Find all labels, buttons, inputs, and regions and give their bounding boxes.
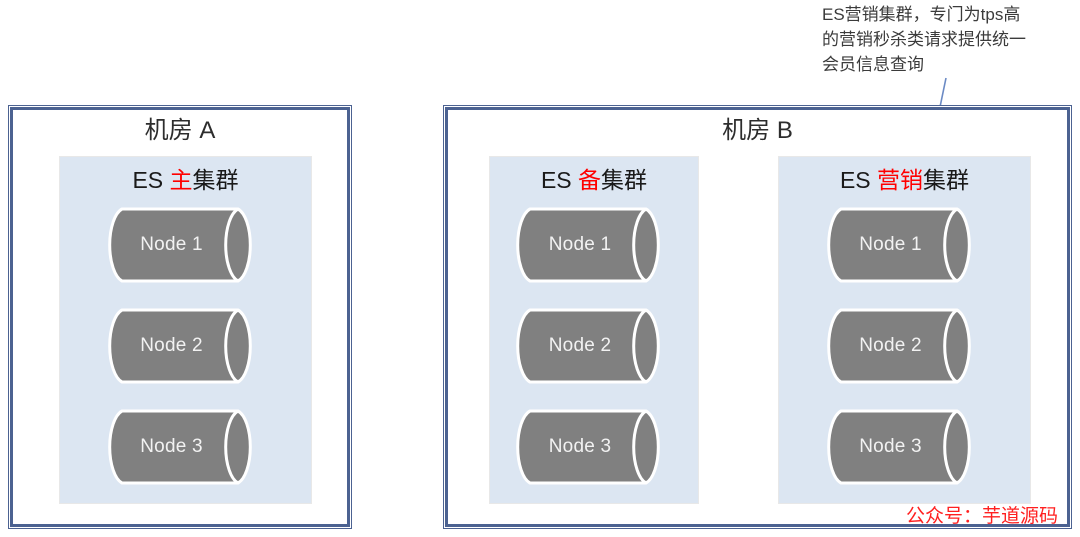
room-title-b: 机房 B xyxy=(722,117,793,144)
cluster-title-suffix: 集群 xyxy=(923,167,970,193)
room-title-a: 机房 A xyxy=(144,117,216,144)
node-cylinder[interactable]: Node 2 xyxy=(106,308,266,384)
cluster-panel-backup[interactable]: ES 备集群 Node 1 Node 2 xyxy=(489,156,699,504)
cluster-title-highlight: 备 xyxy=(578,167,602,193)
node-cylinder[interactable]: Node 3 xyxy=(514,409,674,485)
cluster-title-backup: ES 备集群 xyxy=(490,164,698,196)
callout-annotation: ES营销集群，专门为tps高的营销秒杀类请求提供统一会员信息查询 xyxy=(822,5,1026,74)
cluster-title-marketing: ES 营销集群 xyxy=(779,164,1030,196)
node-list: Node 1 Node 2 Node 3 xyxy=(779,205,1030,503)
cluster-title-suffix: 集群 xyxy=(192,167,239,193)
node-cylinder[interactable]: Node 3 xyxy=(106,409,266,485)
node-cylinder[interactable]: Node 1 xyxy=(106,207,266,283)
node-cylinder[interactable]: Node 3 xyxy=(825,409,985,485)
cluster-title-prefix: ES xyxy=(540,167,579,193)
cluster-title-highlight: 主 xyxy=(169,167,193,193)
node-cylinder[interactable]: Node 2 xyxy=(825,308,985,384)
node-list: Node 1 Node 2 Node 3 xyxy=(60,205,311,503)
node-cylinder[interactable]: Node 1 xyxy=(514,207,674,283)
cluster-title-highlight: 营销 xyxy=(877,167,924,193)
watermark-text: 公众号：芋道源码 xyxy=(906,506,1059,527)
node-list: Node 1 Node 2 Node 3 xyxy=(490,205,698,503)
room-box-b: 机房 B ES 备集群 Node 1 Node 2 xyxy=(443,105,1072,529)
room-box-a: 机房 A ES 主集群 Node 1 Node 2 xyxy=(8,105,352,529)
node-cylinder[interactable]: Node 1 xyxy=(825,207,985,283)
node-cylinder[interactable]: Node 2 xyxy=(514,308,674,384)
cluster-title-suffix: 集群 xyxy=(601,167,648,193)
cluster-panel-marketing[interactable]: ES 营销集群 Node 1 Node 2 xyxy=(778,156,1031,504)
cluster-title-main: ES 主集群 xyxy=(60,164,311,196)
cluster-title-prefix: ES xyxy=(839,167,878,193)
cluster-panel-main[interactable]: ES 主集群 Node 1 Node 2 xyxy=(59,156,312,504)
cluster-title-prefix: ES xyxy=(132,167,170,193)
